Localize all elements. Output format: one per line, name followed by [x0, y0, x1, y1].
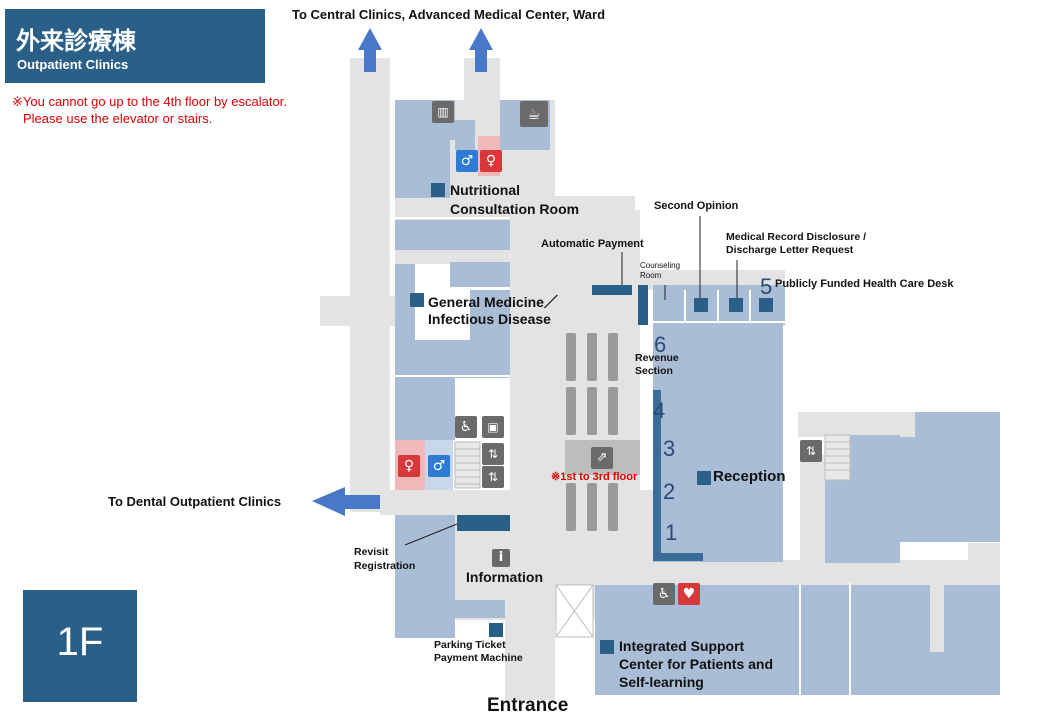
revenue-section-label: Revenue Section [635, 352, 679, 377]
general-medicine-marker [410, 293, 424, 307]
male-restroom-icon: ♂ [456, 150, 478, 172]
female-restroom-icon: ♀ [480, 150, 502, 172]
nutritional-marker [431, 183, 445, 197]
parking-machine-label: Parking Ticket Payment Machine [434, 639, 523, 664]
vending-machine-icon: ▥ [432, 101, 454, 123]
automatic-payment-desk [592, 285, 632, 295]
escalator-notice: ※You cannot go up to the 4th floor by es… [12, 93, 287, 127]
nutritional-label: Nutritional Consultation Room [450, 182, 580, 217]
north-arrows [358, 28, 493, 72]
elevator-icon: ⇅ [482, 443, 504, 465]
leader-lines [404, 216, 738, 546]
title-japanese: 外来診療棟 [16, 28, 136, 55]
notice-line-1: ※You cannot go up to the 4th floor by es… [12, 94, 287, 109]
counter-number-4: 4 [653, 398, 666, 423]
counseling-desk [638, 285, 648, 325]
counter-number-3: 3 [663, 436, 676, 461]
direction-west-label: To Dental Outpatient Clinics [108, 494, 282, 509]
floor-indicator: 1F [23, 590, 137, 702]
female-restroom-icon-lower: ♀ [398, 455, 420, 477]
second-opinion-marker [694, 298, 708, 312]
direction-north-label: To Central Clinics, Advanced Medical Cen… [292, 7, 606, 22]
general-medicine-label: General Medicine／ Infectious Disease [428, 294, 558, 327]
floor-label: 1F [56, 620, 104, 664]
counter-number-5: 5 [760, 274, 773, 299]
ostomate-icon: ▣ [482, 416, 504, 438]
stairs-right [824, 434, 851, 481]
second-opinion-label: Second Opinion [654, 200, 739, 212]
escalator-floor-note: ※1st to 3rd floor [551, 471, 638, 483]
counter-number-6: 6 [654, 332, 667, 357]
medical-record-marker [729, 298, 743, 312]
medical-record-label: Medical Record Disclosure / Discharge Le… [726, 231, 867, 256]
parking-machine-marker [489, 623, 503, 637]
escalator-icon: ⇗ [591, 447, 613, 469]
revisit-registration-desk [457, 515, 510, 531]
information-label: Information [466, 569, 543, 585]
reception-marker [697, 471, 711, 485]
reception-counter-base [653, 553, 703, 561]
room-dividers [395, 217, 851, 695]
revisit-registration-label: Revisit Registration [354, 546, 416, 572]
entrance-label: Entrance [487, 695, 569, 716]
integrated-support-marker [600, 640, 614, 654]
stairs-left [454, 441, 481, 489]
publicly-funded-marker [759, 298, 773, 312]
title-english: Outpatient Clinics [17, 57, 129, 72]
entrance-doorway [555, 584, 594, 638]
west-arrow [312, 487, 380, 516]
information-icon: i [492, 549, 510, 567]
waiting-seats [566, 333, 618, 531]
male-restroom-icon-lower: ♂ [428, 455, 450, 477]
elevator-icon-right: ⇅ [800, 440, 822, 462]
integrated-support-label: Integrated Support Center for Patients a… [619, 638, 774, 690]
reception-counter [653, 390, 661, 555]
counseling-room-label: Counseling Room [640, 261, 681, 280]
nursing-room-icon: ♥ [678, 583, 700, 605]
accessible-restroom-icon-right: ♿ [653, 583, 675, 605]
reception-label: Reception [713, 468, 786, 485]
title-block: 外来診療棟 Outpatient Clinics [5, 9, 265, 83]
automatic-payment-label: Automatic Payment [541, 238, 644, 250]
counter-number-1: 1 [665, 520, 678, 545]
elevator-icon-2: ⇅ [482, 466, 504, 488]
counter-number-2: 2 [663, 479, 676, 504]
publicly-funded-label: Publicly Funded Health Care Desk [775, 278, 954, 290]
accessible-restroom-icon: ♿ [455, 416, 477, 438]
cafe-icon: ☕ [520, 101, 548, 127]
notice-line-2: Please use the elevator or stairs. [23, 111, 213, 126]
